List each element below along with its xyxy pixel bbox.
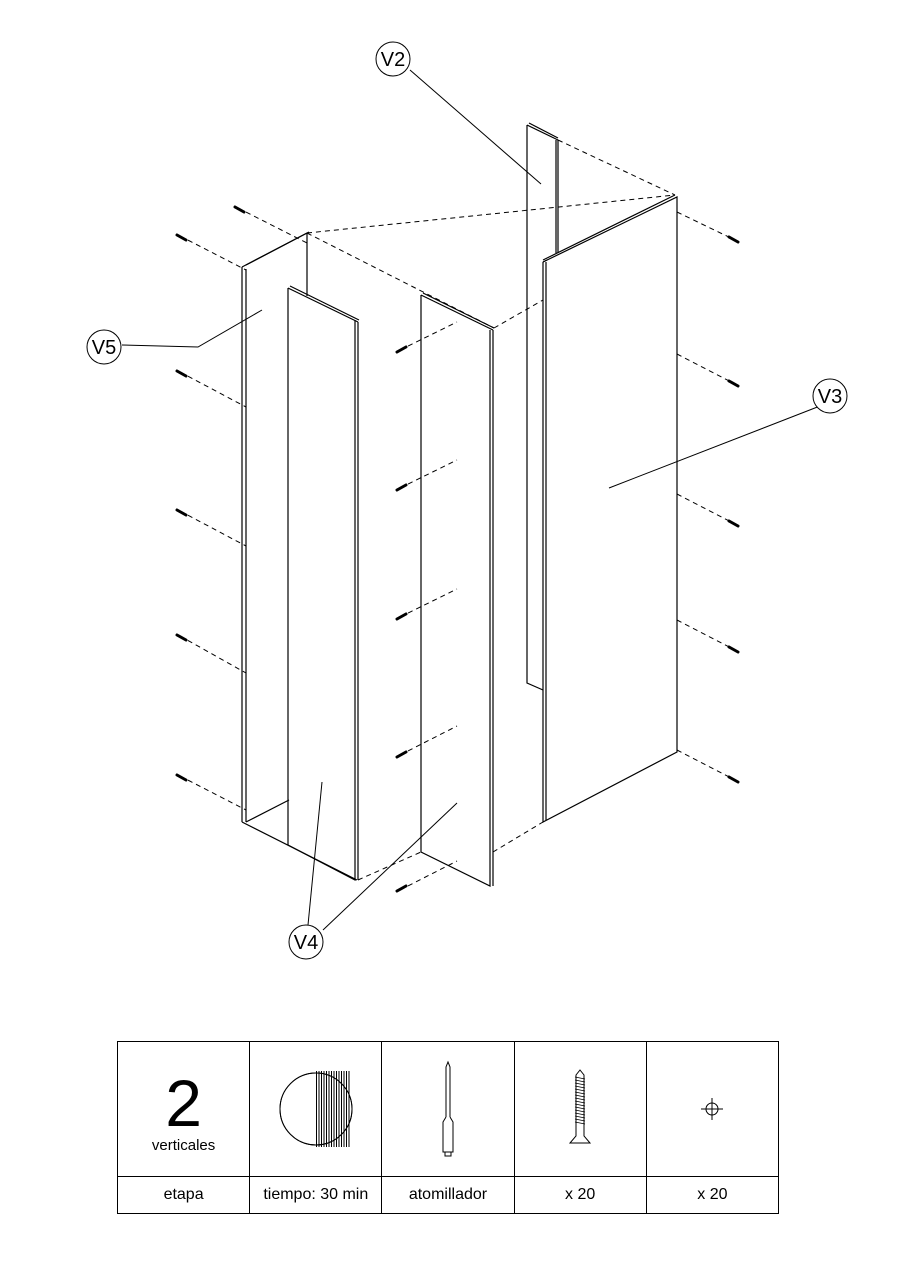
panel-v5 (241, 231, 358, 881)
svg-text:V2: V2 (381, 49, 405, 71)
hole-count-label: x 20 (645, 1176, 780, 1214)
time-label: tiempo: 30 min (249, 1176, 383, 1214)
panel-v3 (542, 194, 678, 823)
screw-icon (569, 1069, 592, 1144)
clock-half-icon (279, 1071, 353, 1147)
stage-name: verticales (151, 1136, 216, 1154)
legend-table: 2 verticales (116, 1041, 780, 1214)
panel-v4-right (420, 292, 495, 887)
screw-cell (513, 1041, 647, 1177)
tool-label: atomillador (381, 1176, 515, 1214)
tool-cell (381, 1041, 515, 1177)
stage-cell: 2 verticales (116, 1041, 251, 1177)
time-cell (249, 1041, 383, 1177)
screwdriver-icon (442, 1060, 454, 1157)
screw-count-label: x 20 (513, 1176, 647, 1214)
crosshair-hole-icon (701, 1098, 724, 1120)
callout-v5: V5 (86, 329, 122, 365)
callout-v3: V3 (812, 378, 848, 414)
stage-number: 2 (165, 1065, 202, 1140)
screws (175, 205, 740, 893)
svg-text:V5: V5 (92, 337, 116, 359)
svg-text:V3: V3 (818, 386, 842, 408)
assembly-diagram: V2 V3 V4 V5 (86, 41, 848, 960)
svg-text:V4: V4 (294, 932, 318, 954)
stage-label: etapa (116, 1176, 251, 1214)
hole-cell (645, 1041, 780, 1177)
callout-v2: V2 (375, 41, 411, 77)
callout-v4: V4 (288, 924, 324, 960)
panel-v2 (526, 122, 559, 691)
panel-v4-left (287, 285, 360, 881)
